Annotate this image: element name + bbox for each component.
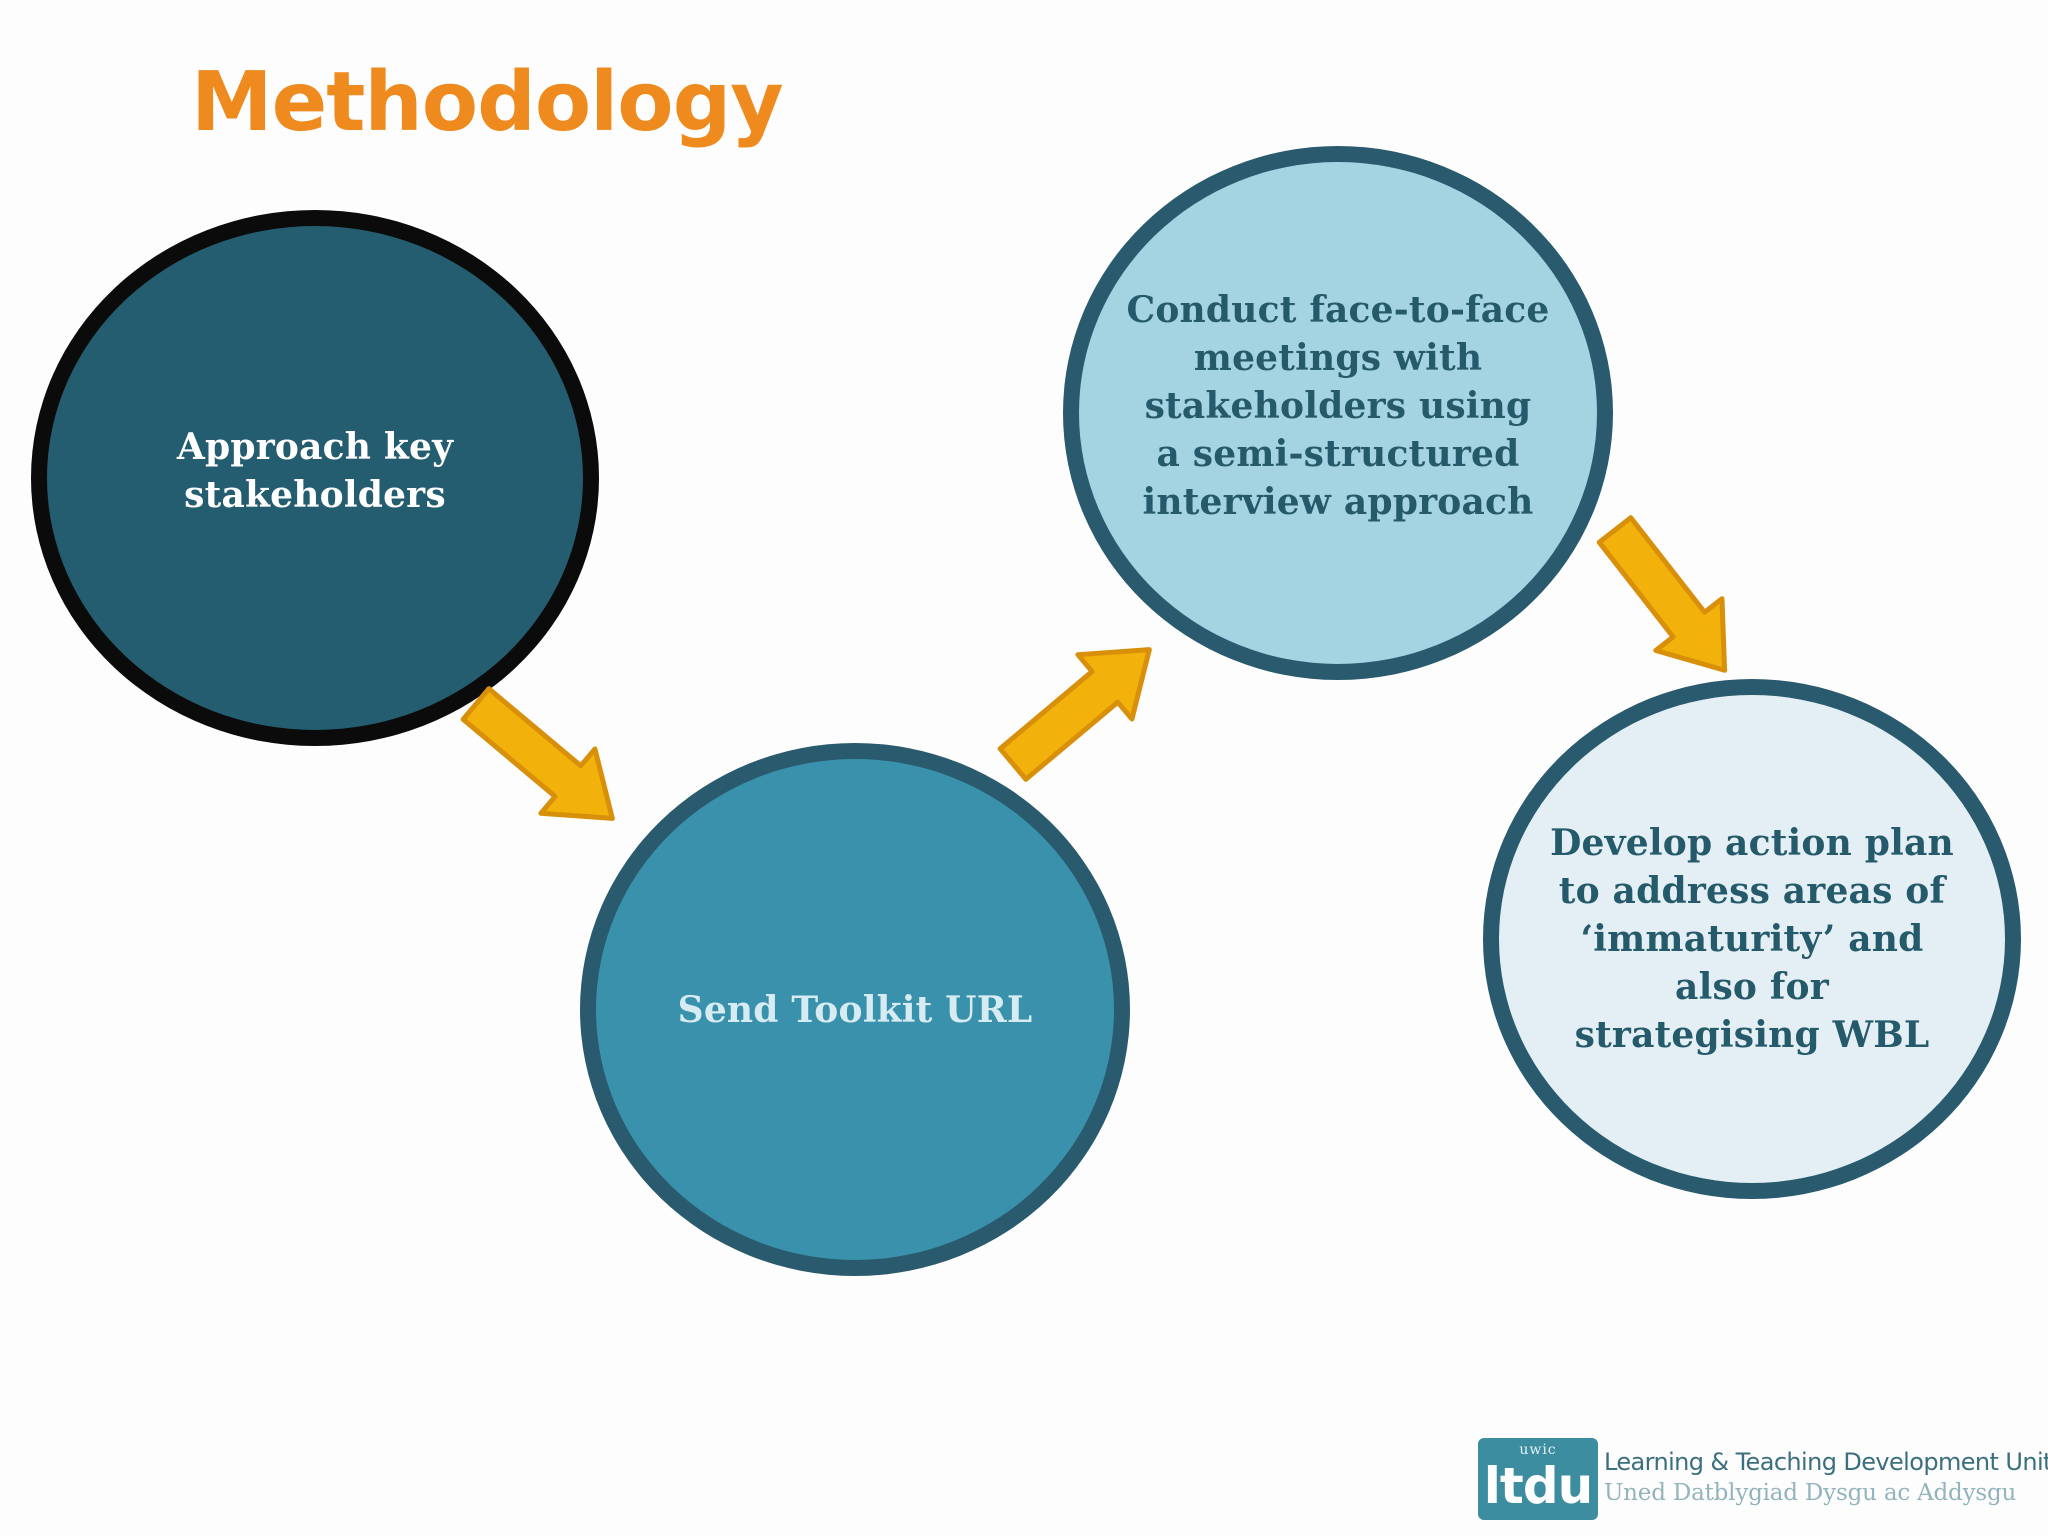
arrow-down-right-icon	[1596, 515, 1728, 673]
ltdu-badge: uwic ltdu	[1478, 1438, 1598, 1520]
step-label: Approach key stakeholders	[176, 426, 454, 516]
step-circle-approach-stakeholders: Approach key stakeholders	[31, 210, 599, 746]
step-label: Send Toolkit URL	[677, 988, 1033, 1031]
step-label: Conduct face-to-face meetings with stake…	[1126, 289, 1550, 523]
step-circle-conduct-meetings: Conduct face-to-face meetings with stake…	[1063, 146, 1613, 680]
logo-unit-name-welsh: Uned Datblygiad Dysgu ac Addysgu	[1604, 1480, 2017, 1506]
slide-title: Methodology	[191, 55, 784, 150]
logo-badge-big-text: ltdu	[1483, 1457, 1593, 1515]
ltdu-logo: uwic ltdu Learning & Teaching Developmen…	[1478, 1438, 2048, 1522]
arrow-right-up-icon	[997, 647, 1152, 782]
step-circle-send-toolkit-url: Send Toolkit URL	[580, 743, 1130, 1276]
logo-unit-name-english: Learning & Teaching Development Unit	[1604, 1448, 2048, 1476]
logo-badge-small-text: uwic	[1519, 1442, 1557, 1458]
step-circle-develop-action-plan: Develop action plan to address areas of …	[1483, 679, 2021, 1199]
arrow-right-down-icon	[460, 686, 615, 821]
step-label: Develop action plan to address areas of …	[1550, 822, 1954, 1056]
